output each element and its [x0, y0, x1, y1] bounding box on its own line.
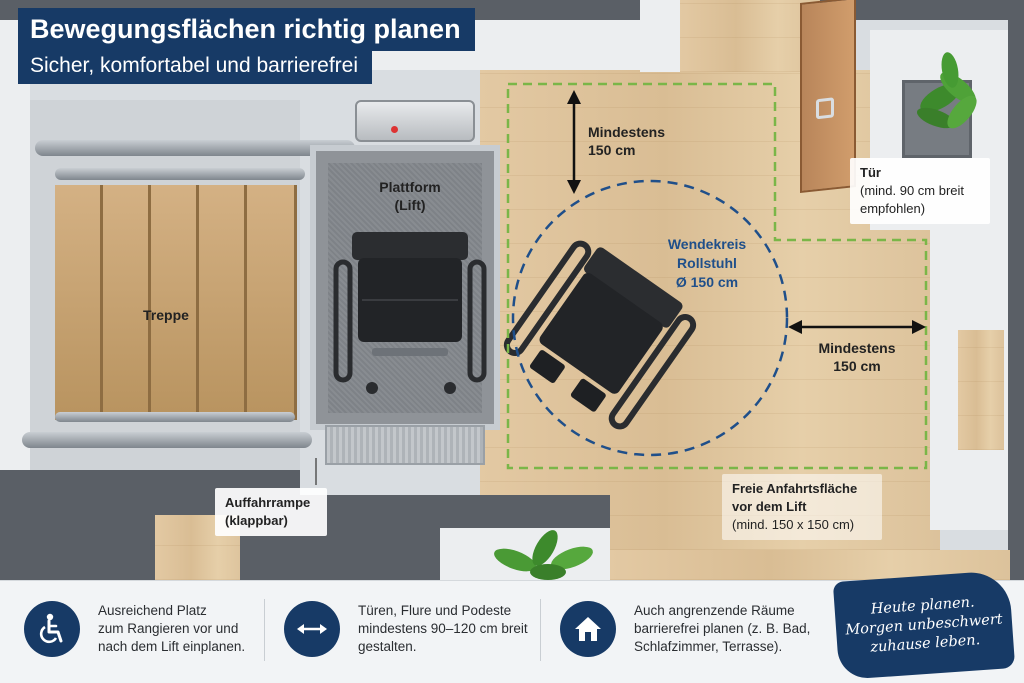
door-floor [680, 0, 820, 72]
ramp-line1: Auffahrrampe [225, 495, 311, 510]
slogan-badge: Heute planen. Morgen unbeschwert zuhause… [832, 569, 1016, 681]
lower-floor-left [155, 515, 245, 580]
door-line2: (mind. 90 cm breit [860, 183, 965, 198]
platform-label-line2: (Lift) [394, 197, 426, 213]
horizontal-dimension-arrow [788, 320, 926, 334]
lift-control-box [355, 100, 475, 142]
min-right-label: Mindestens 150 cm [802, 339, 912, 375]
info-line: Ausreichend Platz [98, 603, 207, 618]
area-line1: Freie Anfahrtsfläche [732, 481, 858, 496]
stop-button-icon [391, 126, 398, 133]
divider [540, 599, 541, 661]
right-wall [1008, 0, 1024, 580]
min-top-line1: Mindestens [588, 124, 666, 140]
info-line: nach dem Lift einplanen. [98, 639, 246, 654]
plant-icon [494, 530, 593, 580]
stairs-label: Treppe [143, 307, 189, 323]
plant-icon [917, 52, 977, 129]
door-line1: Tür [860, 165, 881, 180]
page-subtitle: Sicher, komfortabel und barrierefrei [18, 51, 372, 84]
door-label: Tür (mind. 90 cm breit empfohlen) [850, 158, 990, 224]
handrail-bottom [22, 432, 312, 448]
area-line2: vor dem Lift [732, 499, 807, 514]
turning-circle-label: Wendekreis Rollstuhl Ø 150 cm [652, 235, 762, 292]
wall-segment [640, 0, 680, 72]
turning-line2: Rollstuhl [677, 255, 737, 271]
info-item-widths: Türen, Flure und Podeste mindestens 90–1… [284, 601, 538, 657]
min-top-line2: 150 cm [588, 142, 636, 158]
stair-step [151, 185, 199, 420]
info-line: Türen, Flure und Podeste [358, 603, 512, 618]
approach-area-outline [506, 82, 928, 470]
folding-ramp [325, 425, 485, 465]
wheelchair-on-lift [333, 232, 487, 394]
info-text-rooms: Auch angrenzende Räume barrierefrei plan… [634, 602, 819, 656]
page-title: Bewegungsflächen richtig planen [18, 8, 475, 51]
turning-circle [511, 179, 789, 457]
turning-line3: Ø 150 cm [675, 274, 739, 290]
door-line3: empfohlen) [860, 201, 926, 216]
wheelchair-icon [24, 601, 80, 657]
title-block: Bewegungsflächen richtig planen Sicher, … [18, 8, 475, 84]
double-arrow-icon [284, 601, 340, 657]
ramp-line2: (klappbar) [225, 513, 288, 528]
handrail-top-inner [55, 168, 305, 180]
info-text-maneuvering: Ausreichend Platz zum Rangieren vor und … [98, 602, 273, 656]
info-line: Schlafzimmer, Terrasse). [634, 639, 783, 654]
left-wall [0, 20, 30, 470]
floor-plan-scene: Treppe Plattform (Lift) Mindestens 150 c… [0, 0, 1024, 580]
info-line: gestalten. [358, 639, 417, 654]
stair-step [55, 185, 103, 420]
wheelchair-turning [503, 240, 697, 430]
area-line3: (mind. 150 x 150 cm) [732, 517, 855, 532]
stair-step [199, 185, 247, 420]
hall-floor [480, 70, 940, 550]
platform-label-line1: Plattform [379, 179, 441, 195]
ramp-label: Auffahrrampe (klappbar) [215, 488, 327, 536]
min-right-line2: 150 cm [833, 358, 881, 374]
info-text-widths: Türen, Flure und Podeste mindestens 90–1… [358, 602, 538, 656]
vertical-dimension-arrow [567, 90, 581, 194]
platform-label: Plattform (Lift) [360, 178, 460, 214]
info-item-rooms: Auch angrenzende Räume barrierefrei plan… [560, 601, 819, 657]
info-line: Auch angrenzende Räume [634, 603, 795, 618]
divider [264, 599, 265, 661]
info-line: zum Rangieren vor und [98, 621, 239, 636]
handrail-top [35, 140, 355, 156]
min-top-label: Mindestens 150 cm [588, 123, 665, 159]
info-line: barrierefrei planen (z. B. Bad, [634, 621, 811, 636]
approach-area-label: Freie Anfahrtsfläche vor dem Lift (mind.… [722, 474, 882, 540]
stair-step [103, 185, 151, 420]
turning-line1: Wendekreis [667, 236, 747, 252]
annotation-overlay [315, 52, 977, 580]
side-room-floor [958, 330, 1004, 450]
house-icon [560, 601, 616, 657]
handrail-bottom-inner [55, 412, 295, 422]
min-right-line1: Mindestens [818, 340, 896, 356]
info-line: mindestens 90–120 cm breit [358, 621, 528, 636]
info-item-maneuvering: Ausreichend Platz zum Rangieren vor und … [24, 601, 273, 657]
stair-step [247, 185, 297, 420]
